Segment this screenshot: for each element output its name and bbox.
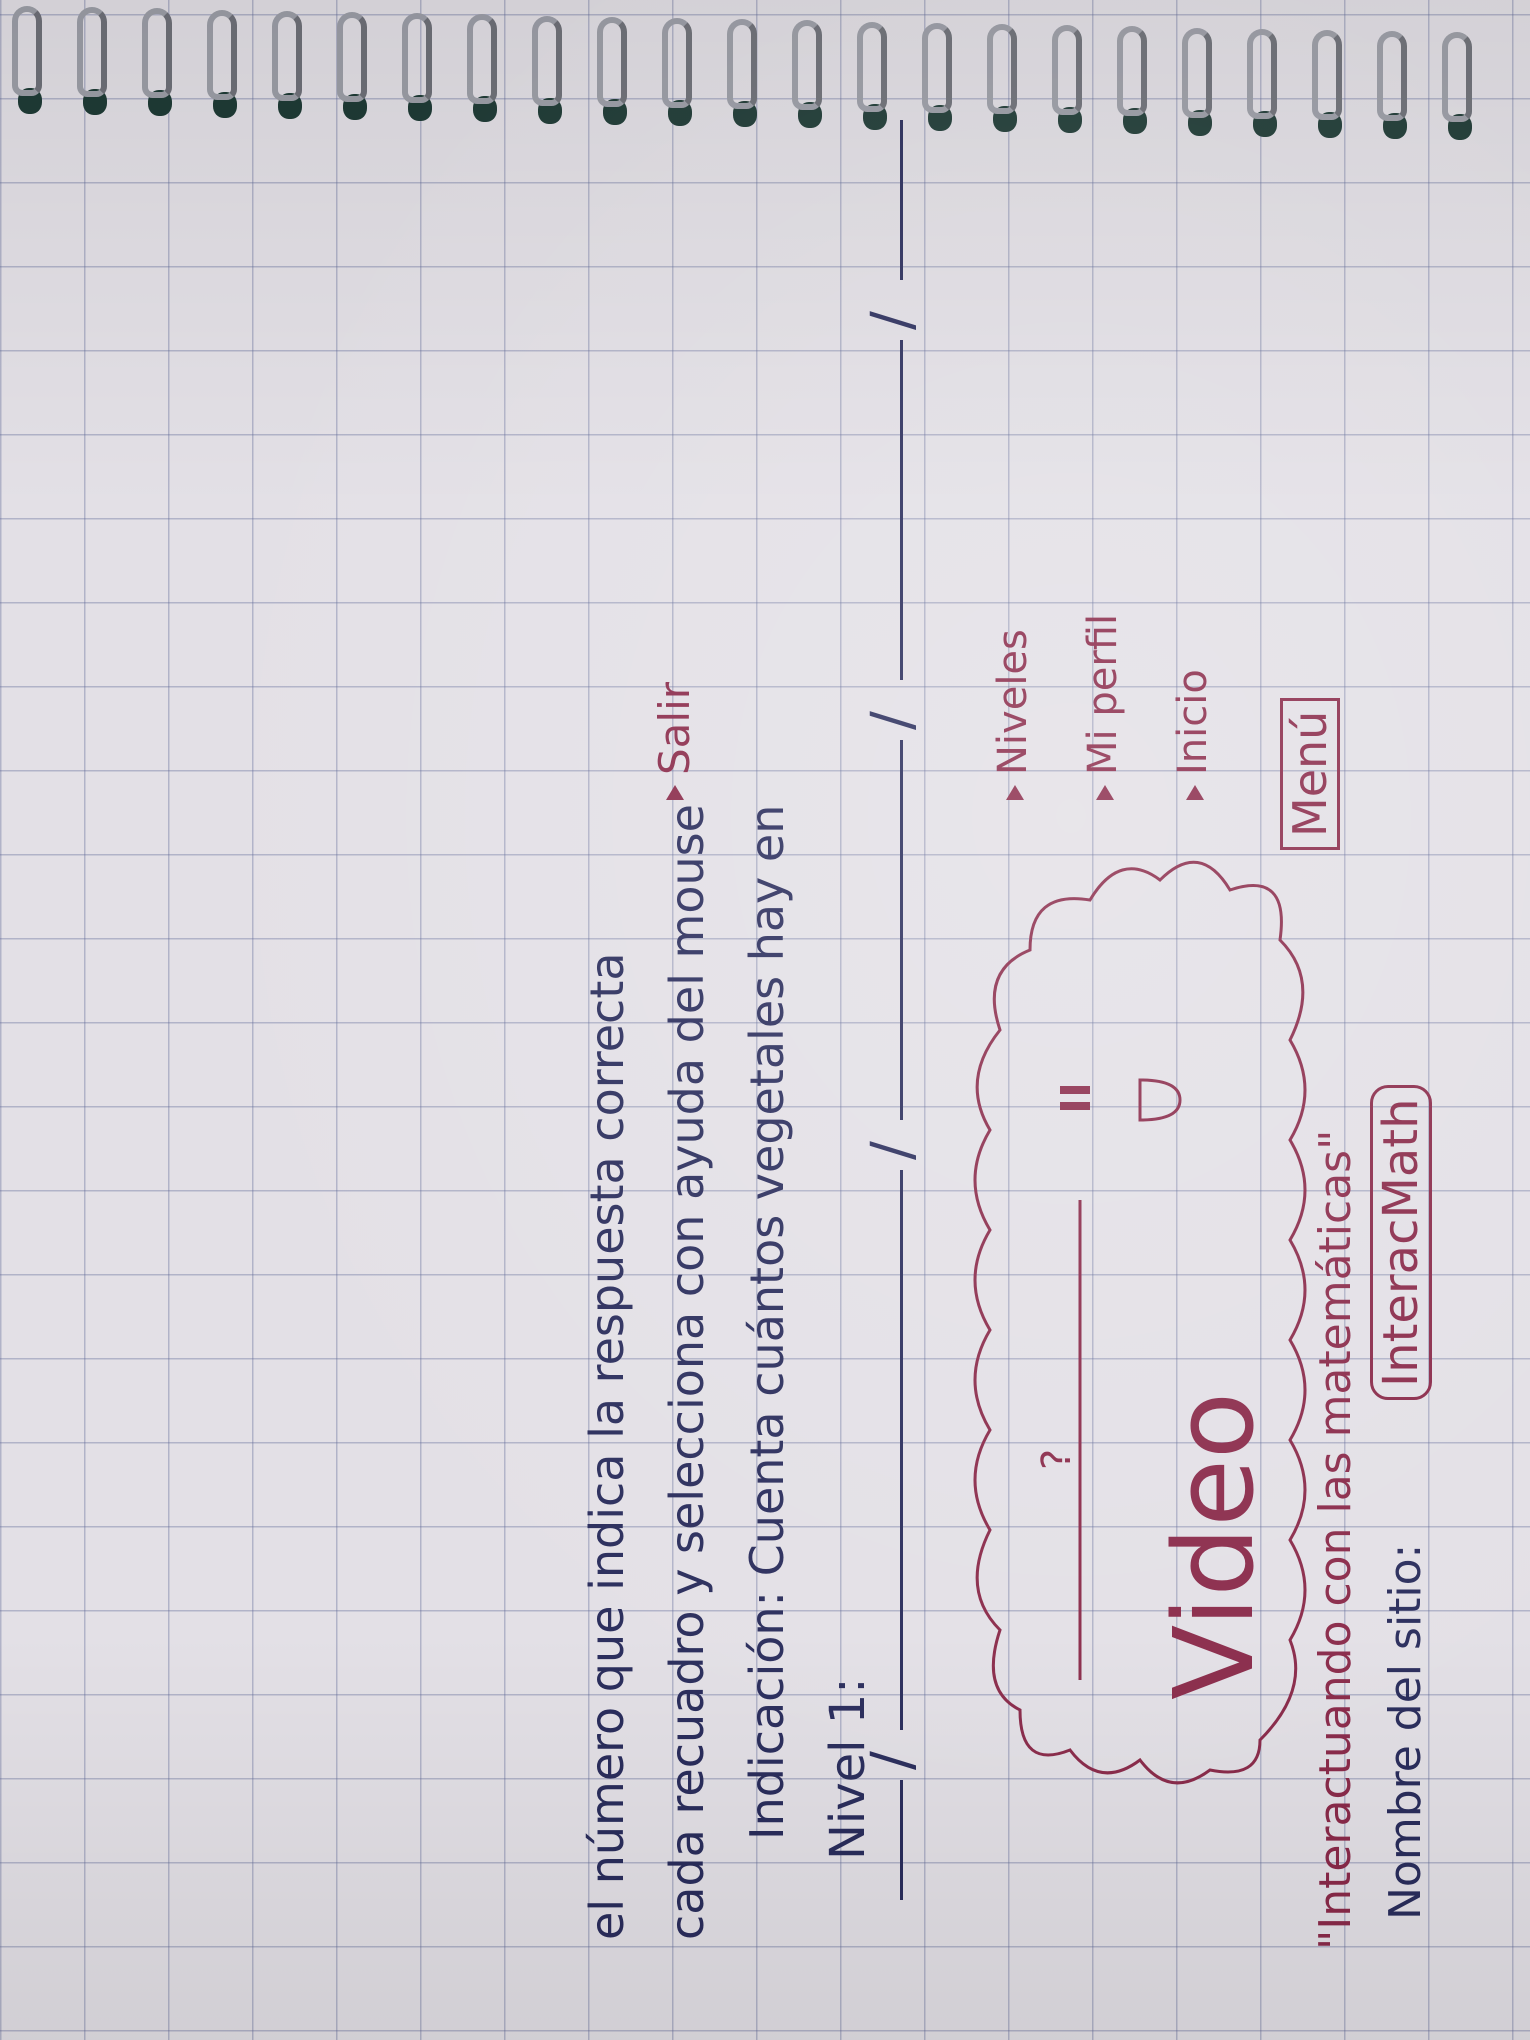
instruction-line-1: Indicación: Cuenta cuántos vegetales hay… [740, 804, 794, 1840]
spiral-wire [207, 10, 237, 100]
spiral-wire [337, 12, 367, 102]
level-title: Nivel 1: [820, 1677, 876, 1860]
spiral-ring [790, 20, 830, 140]
spiral-ring [1310, 30, 1350, 150]
spiral-wire [1182, 28, 1212, 118]
site-label-text: Nombre del sitio: [1380, 1543, 1431, 1920]
spiral-ring [465, 14, 505, 134]
instruction-line-3: el número que indica la respuesta correc… [580, 952, 634, 1940]
svg-text:?: ? [1034, 1449, 1080, 1470]
menu-item-salir[interactable]: Salir [650, 681, 699, 775]
slash-4: / [860, 311, 925, 330]
slash-3: / [860, 711, 925, 730]
spiral-wire [1377, 31, 1407, 121]
spiral-wire [1247, 29, 1277, 119]
spiral-wire [1442, 32, 1472, 122]
blank-line-3 [900, 740, 903, 1120]
video-cloud: ? [973, 860, 1307, 1785]
site-name-box: InteracMath [1370, 1085, 1432, 1400]
spiral-wire [792, 20, 822, 110]
spiral-wire [12, 6, 42, 96]
spiral-ring [725, 19, 765, 139]
spiral-ring [920, 23, 960, 143]
spiral-wire [272, 11, 302, 101]
spiral-ring [75, 7, 115, 127]
blank-line-2 [900, 1170, 903, 1730]
spiral-wire [727, 19, 757, 109]
spiral-ring [660, 18, 700, 138]
slash-2: / [860, 1141, 925, 1160]
spiral-ring [140, 8, 180, 128]
spiral-wire [1117, 26, 1147, 116]
spiral-wire [77, 7, 107, 97]
spiral-wire [142, 8, 172, 98]
menu-title: Menú [1280, 697, 1340, 850]
spiral-wire [1052, 25, 1082, 115]
menu-arrow-inicio [1186, 785, 1204, 800]
spiral-ring [1440, 32, 1480, 152]
spiral-wire [532, 16, 562, 106]
instruction-line-2: cada recuadro y selecciona con ayuda del… [660, 804, 714, 1940]
spiral-wire [1312, 30, 1342, 120]
blank-line-1 [900, 1780, 903, 1900]
spiral-ring [10, 6, 50, 126]
spiral-wire [987, 24, 1017, 114]
spiral-ring [205, 10, 245, 130]
spiral-ring [400, 13, 440, 133]
blank-line-4 [900, 340, 903, 680]
spiral-ring [985, 24, 1025, 144]
menu-arrow-perfil [1096, 785, 1114, 800]
spiral-wire [922, 23, 952, 113]
menu-item-inicio[interactable]: Inicio [1170, 669, 1216, 775]
spiral-ring [1375, 31, 1415, 151]
blank-line-5 [900, 120, 903, 280]
spiral-wire [402, 13, 432, 103]
menu-arrow-salir [666, 785, 684, 800]
spiral-wire [597, 17, 627, 107]
spiral-ring [335, 12, 375, 132]
menu-item-mi-perfil[interactable]: Mi perfil [1080, 613, 1126, 775]
spiral-ring [270, 11, 310, 131]
spiral-ring [1180, 28, 1220, 148]
spiral-ring [1245, 29, 1285, 149]
spiral-binding [0, 0, 1530, 150]
spiral-ring [1050, 25, 1090, 145]
spiral-ring [530, 16, 570, 136]
menu-arrow-niveles [1006, 785, 1024, 800]
spiral-wire [857, 22, 887, 112]
video-label: Video [1150, 1391, 1278, 1700]
spiral-wire [662, 18, 692, 108]
menu-item-niveles[interactable]: Niveles [990, 629, 1036, 775]
spiral-ring [595, 17, 635, 137]
spiral-wire [467, 14, 497, 104]
spiral-ring [855, 22, 895, 142]
spiral-ring [1115, 26, 1155, 146]
